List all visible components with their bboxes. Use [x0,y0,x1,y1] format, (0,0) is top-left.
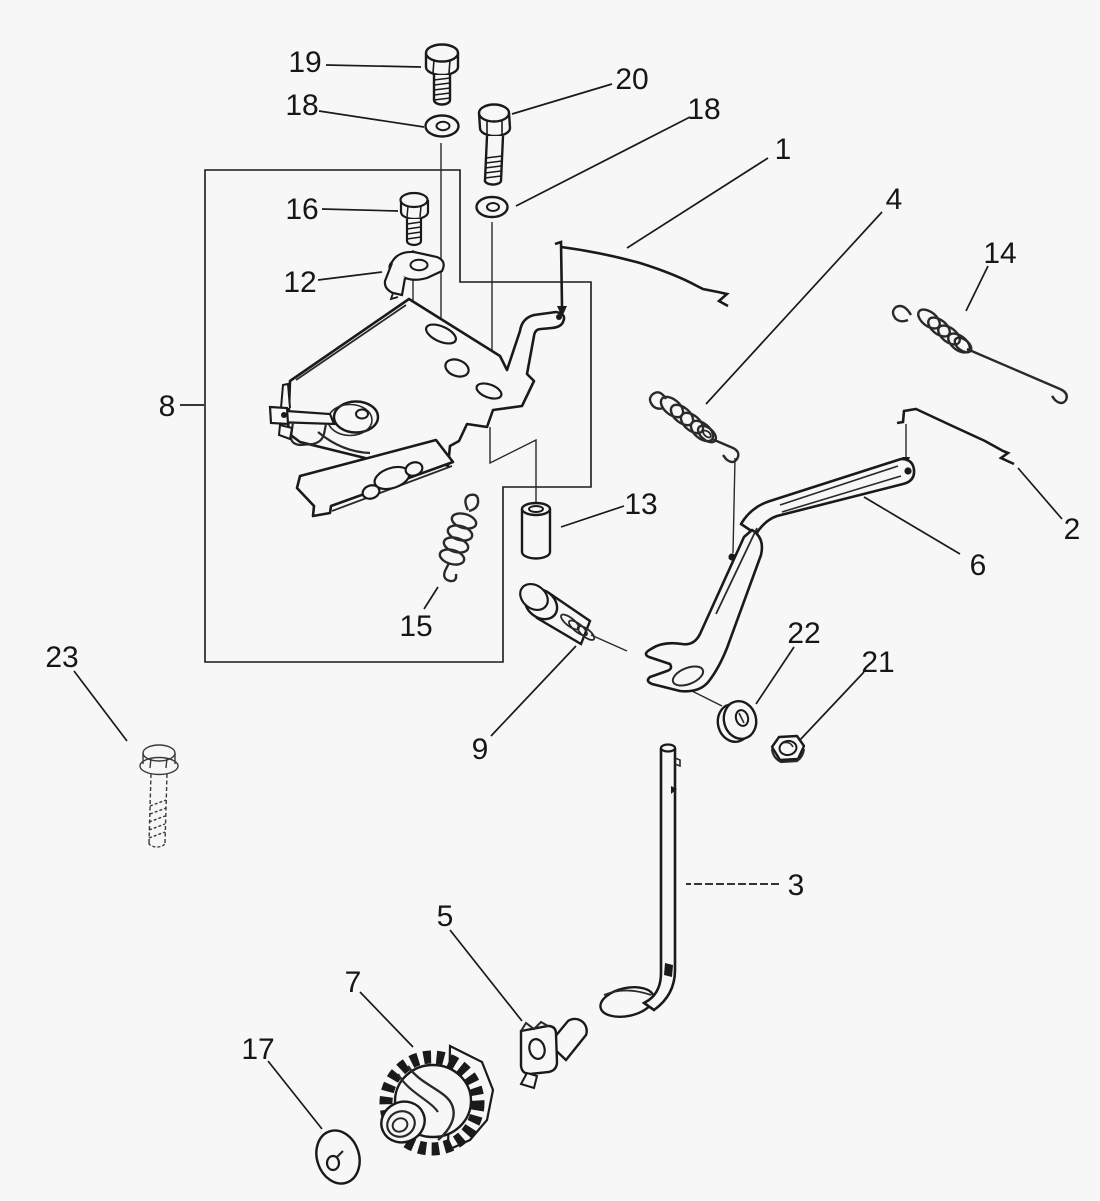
flange-bolt-16 [399,191,430,247]
gear-teeth [379,1050,485,1156]
alignment-arrow-bracket-hole [557,306,567,317]
callout-17: 17 [241,1033,274,1066]
spacer-bushing-13 [520,501,552,560]
choke-link-wire-2 [896,407,1015,466]
spring-15 [438,493,480,583]
flange-bolt-23 [139,744,179,848]
bracket-arm-hole [556,314,562,320]
extension-spring-4 [648,391,740,464]
bell-crank-lever-6 [644,457,916,693]
callout-14: 14 [983,237,1016,270]
throttle-plate [295,438,455,518]
washer-22 [716,699,758,744]
assembly-box-outline [204,169,592,663]
callout-19: 19 [288,46,321,79]
leader-lines [73,64,1063,1130]
callout-23: 23 [45,641,78,674]
bracket-slot-top [424,323,458,345]
callout-5: 5 [437,900,454,933]
gear-hub [380,1100,426,1144]
latch-lever [268,382,380,455]
clamp-block-5 [519,1017,588,1090]
flange-bolt-19 [424,43,460,106]
callout-8: 8 [159,390,176,423]
callout-2: 2 [1064,513,1081,546]
throttle-link-wire-1 [554,240,730,308]
washer-18-right [475,195,509,219]
hex-nut-21 [770,734,806,764]
callout-13: 13 [624,488,657,521]
callout-labels: 19 18 20 18 16 12 8 1 4 14 2 6 13 15 9 2… [45,46,1080,1066]
callout-6: 6 [970,549,987,582]
governor-rod-3 [599,743,681,1019]
lever-link-hole [904,467,912,475]
retainer-clip-12 [383,250,445,301]
shoulder-bolt-9 [519,582,596,646]
callout-20: 20 [615,63,648,96]
callout-15: 15 [399,610,432,643]
callout-9: 9 [472,733,489,766]
washer-18-left [424,114,460,138]
callout-3: 3 [788,869,805,902]
bracket-hole-round [444,358,470,378]
extension-spring-14 [891,304,1068,405]
callout-22: 22 [787,617,820,650]
callout-18-right: 18 [687,93,720,126]
callout-1: 1 [775,133,792,166]
flange-bolt-20 [477,103,512,186]
governor-gear-7 [379,1044,495,1156]
callout-16: 16 [285,193,318,226]
callout-21: 21 [861,646,894,679]
callout-4: 4 [886,183,903,216]
bracket-slot-lower [475,382,503,400]
callout-12: 12 [283,266,316,299]
callout-7: 7 [345,966,362,999]
callout-18-left: 18 [285,89,318,122]
thrust-washer-17 [315,1129,361,1185]
